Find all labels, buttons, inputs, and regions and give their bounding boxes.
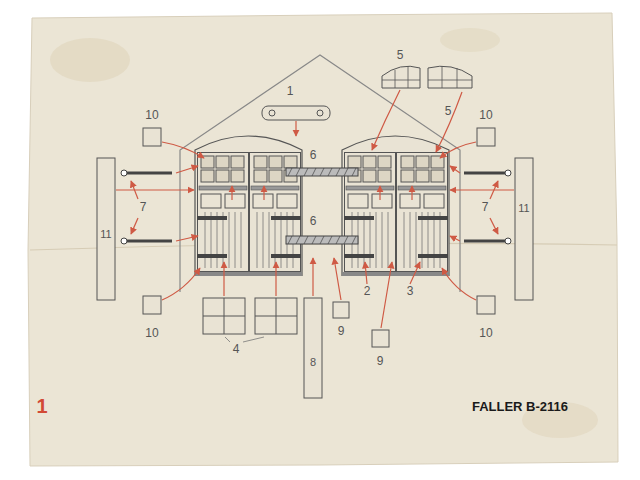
callout-number: 6 xyxy=(310,215,317,228)
stain xyxy=(440,28,500,52)
strip-part xyxy=(515,158,533,300)
assembly-arrow xyxy=(275,262,276,296)
callout-number: 9 xyxy=(377,355,384,368)
crossbar-part xyxy=(286,168,358,176)
beam-hole xyxy=(317,110,323,116)
callout-number: 1 xyxy=(287,85,294,98)
callout-number: 11 xyxy=(518,202,529,214)
hatching xyxy=(288,168,356,176)
beam-part xyxy=(262,106,330,120)
callout-number: 10 xyxy=(479,327,492,340)
assembly-arrow xyxy=(450,236,460,241)
square-part xyxy=(372,330,389,347)
assembly-arrow xyxy=(379,186,380,200)
assembly-arrow xyxy=(490,218,498,234)
window-part xyxy=(203,298,245,334)
assembly-arrow xyxy=(365,262,367,284)
assembly-arrow xyxy=(442,268,476,300)
assembly-arrow xyxy=(131,218,138,234)
assembly-arrow xyxy=(223,262,224,296)
callout-number: 6 xyxy=(310,149,317,162)
assembly-arrow xyxy=(295,121,296,136)
square-part xyxy=(143,296,161,314)
assembly-arrows xyxy=(116,90,514,328)
hatching xyxy=(288,236,356,244)
assembly-arrow xyxy=(312,258,313,296)
square-part xyxy=(333,302,349,318)
window-part xyxy=(382,66,420,88)
hinge-rod xyxy=(124,173,508,241)
paper xyxy=(28,13,618,466)
assembly-arrow xyxy=(116,189,194,190)
callout-number: 3 xyxy=(407,285,414,298)
callout-number: 8 xyxy=(310,356,316,368)
callout-number: 10 xyxy=(145,109,158,122)
callout-number: 10 xyxy=(145,327,158,340)
window-bars xyxy=(382,66,420,88)
callout-number: 11 xyxy=(100,228,111,240)
callout-number: 7 xyxy=(482,201,489,214)
assembly-arrow xyxy=(436,92,462,152)
door-frame xyxy=(195,136,302,276)
assembly-arrow xyxy=(381,262,392,328)
square-part xyxy=(477,296,495,314)
assembly-arrow xyxy=(440,142,476,158)
window-part xyxy=(255,298,297,334)
door-frame xyxy=(342,136,449,276)
beam-hole xyxy=(269,110,275,116)
strip-part xyxy=(304,298,322,398)
stain xyxy=(50,38,130,82)
callout-number: 10 xyxy=(479,109,492,122)
square-part xyxy=(143,128,161,146)
assembly-arrow xyxy=(162,268,200,300)
assembly-arrow xyxy=(162,142,204,158)
door-leaf xyxy=(397,153,449,272)
assembly-arrow xyxy=(372,90,400,150)
assembly-arrow xyxy=(334,258,341,300)
door-sill xyxy=(342,272,449,276)
window-bars xyxy=(203,298,245,334)
window-bars xyxy=(255,298,297,334)
callout-number: 4 xyxy=(233,343,240,356)
rod-end xyxy=(121,170,127,176)
shed-outline xyxy=(180,55,460,292)
assembly-arrow xyxy=(263,186,264,200)
leader-line xyxy=(225,337,264,342)
square-part xyxy=(477,128,495,146)
rod-end xyxy=(121,238,127,244)
assembly-arrow xyxy=(450,189,514,190)
rod-end xyxy=(505,238,511,244)
assembly-arrow xyxy=(450,166,460,173)
page-number: 1 xyxy=(36,395,47,417)
callout-number: 5 xyxy=(445,105,452,118)
assembly-arrow xyxy=(231,186,232,200)
callout-number: 7 xyxy=(140,201,147,214)
callout-number: 9 xyxy=(338,325,345,338)
assembly-arrow xyxy=(176,166,198,173)
strip-part xyxy=(97,158,115,300)
callout-number: 2 xyxy=(364,285,371,298)
window-part xyxy=(428,66,472,88)
window-bars xyxy=(428,66,472,88)
door-sill xyxy=(195,272,302,276)
assembly-arrow xyxy=(410,262,420,284)
assembly-arrow xyxy=(176,236,198,241)
crossbar-part xyxy=(286,236,358,244)
callout-number: 5 xyxy=(397,49,404,62)
assembly-arrow xyxy=(411,186,412,200)
door-leaf xyxy=(197,153,249,272)
kit-number: FALLER B-2116 xyxy=(472,400,568,414)
rod-end xyxy=(505,170,511,176)
